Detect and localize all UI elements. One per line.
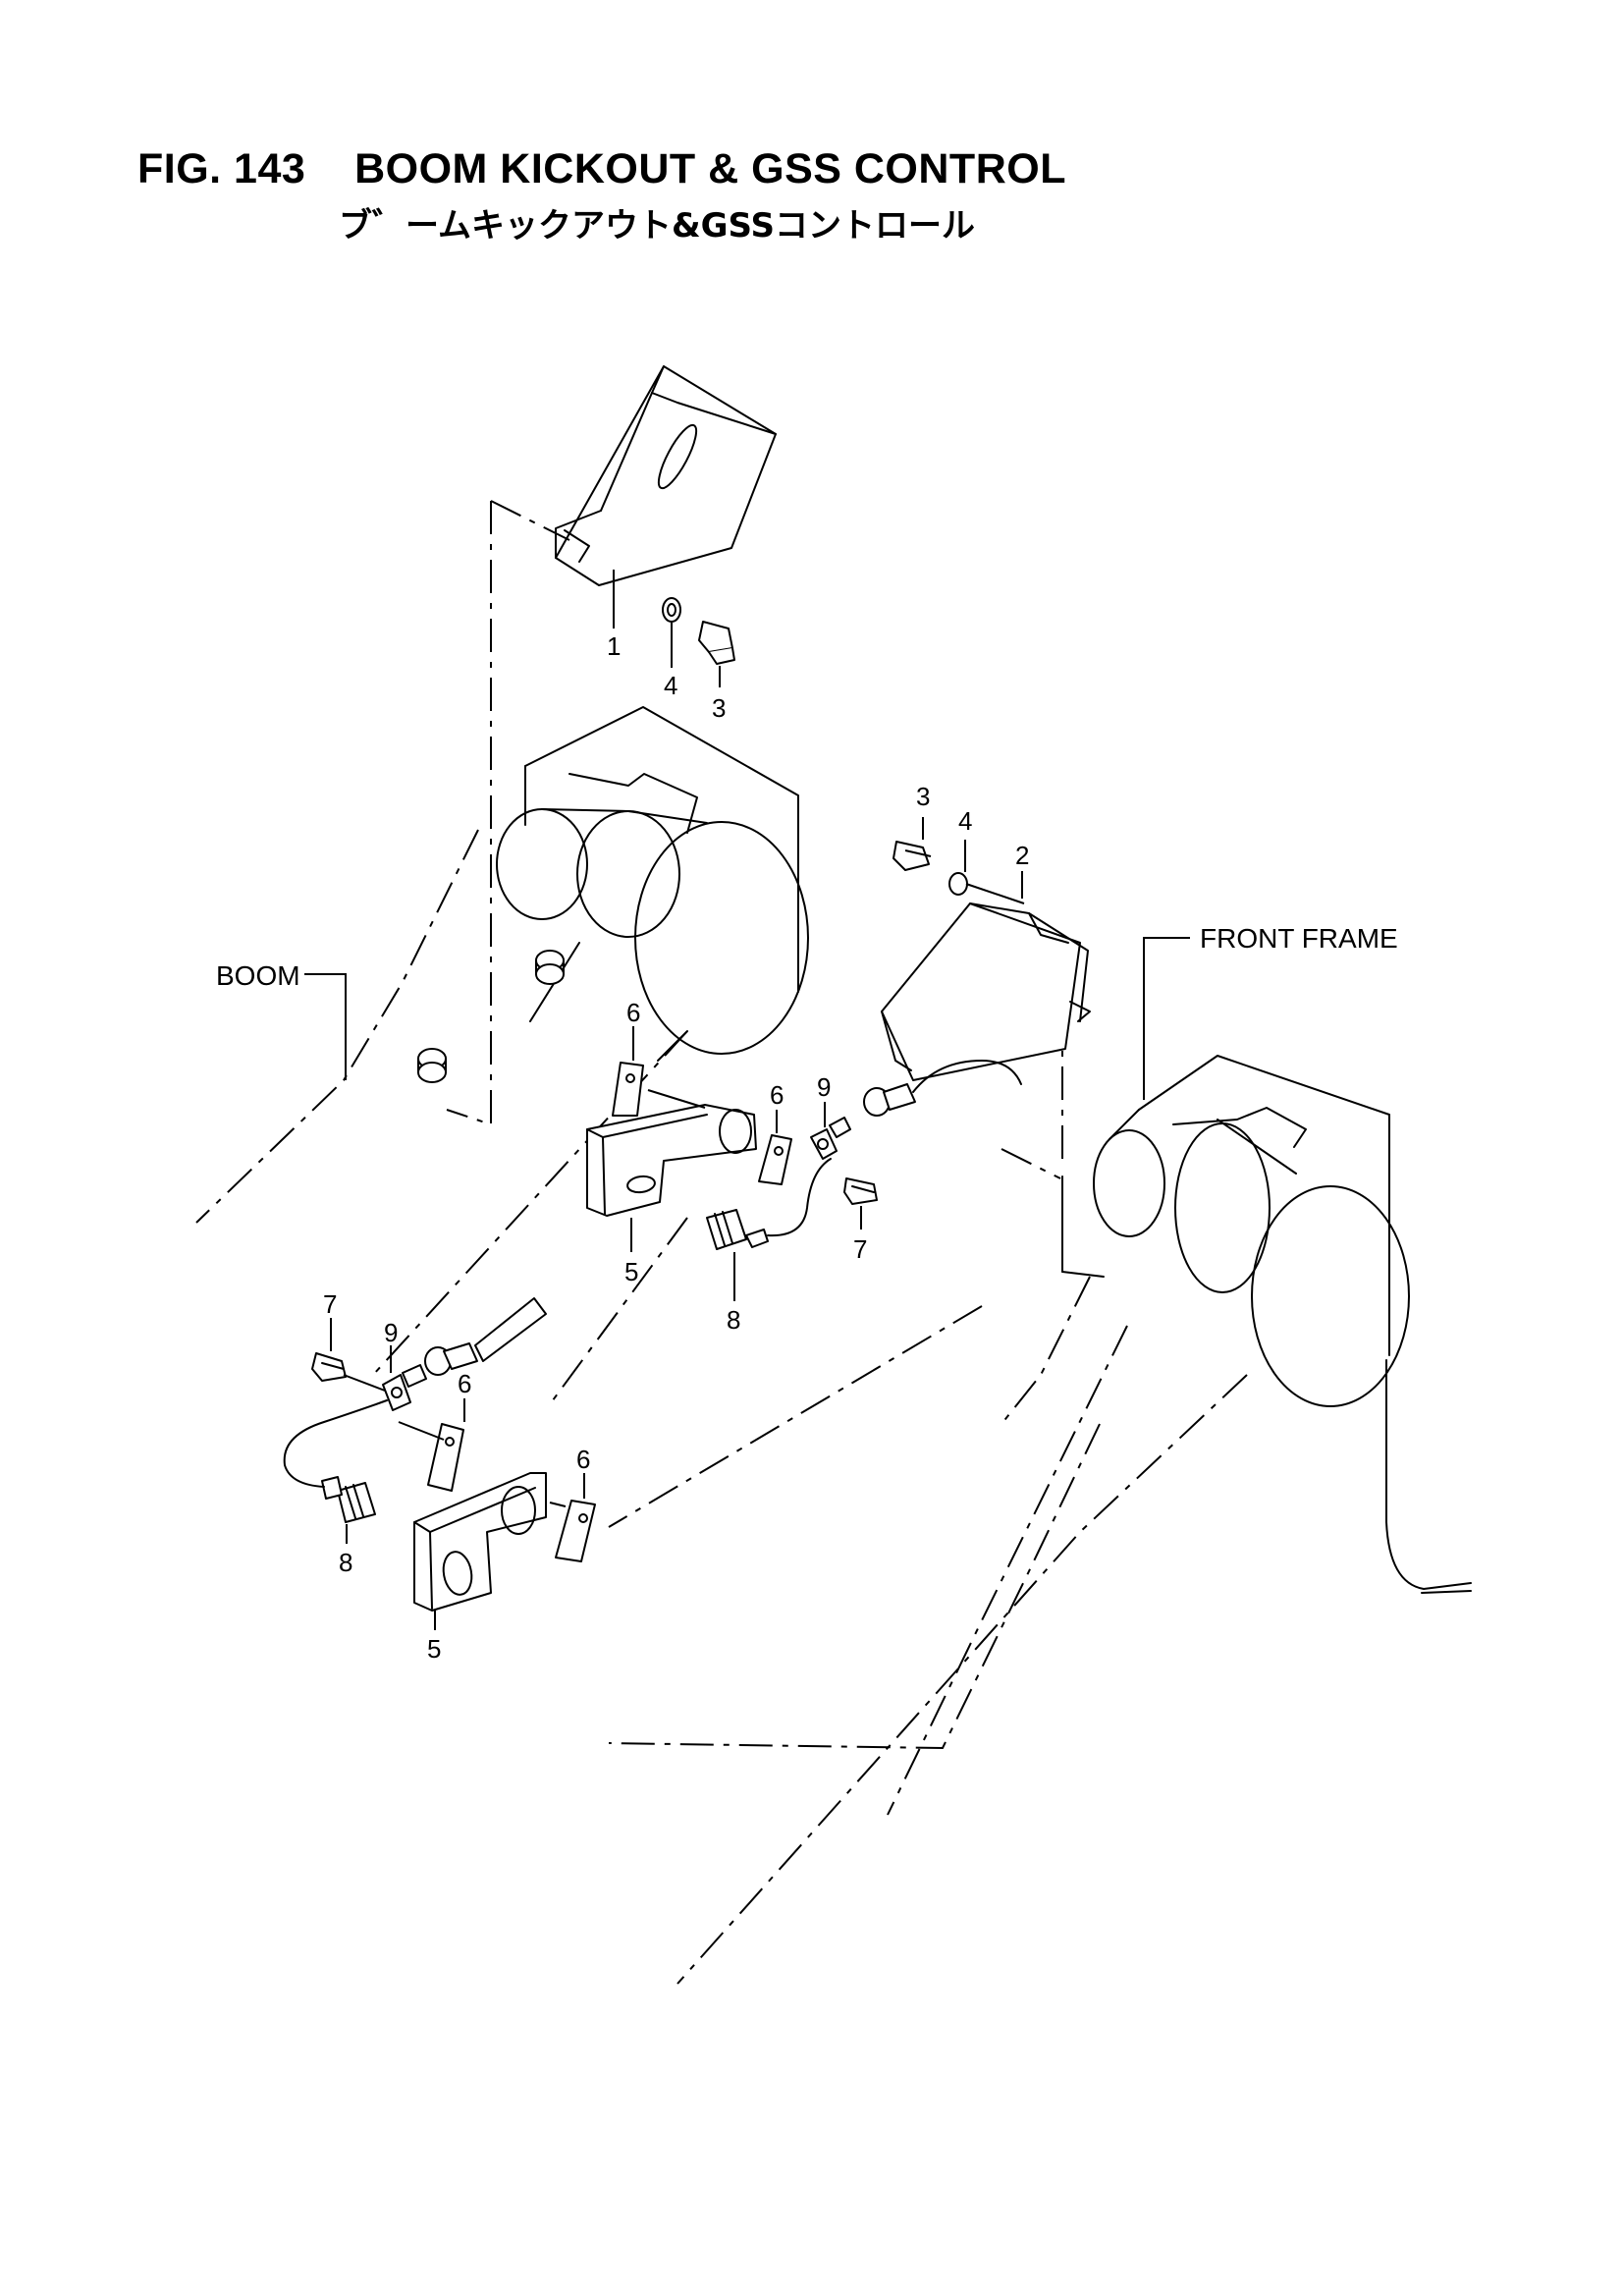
cam-plate-part-1	[555, 365, 777, 586]
callout-part-3-right: 3	[916, 782, 930, 811]
clamp-part-9-lower	[382, 1374, 411, 1411]
callout-part-6-a: 6	[626, 998, 640, 1027]
bolt-part-7-upper	[843, 1177, 878, 1205]
switch-bracket-part-5-upper	[586, 1104, 757, 1217]
callout-part-6-b: 6	[770, 1080, 784, 1110]
front-frame-leader	[1143, 937, 1190, 1100]
callout-part-6-d: 6	[576, 1445, 590, 1474]
callout-part-7-left: 7	[323, 1289, 337, 1319]
figure-subtitle: ブ゛ームキックアウト&GSSコントロール	[339, 206, 975, 246]
bolt-part-3-top	[698, 621, 735, 665]
front-frame-label: FRONT FRAME	[1200, 923, 1398, 954]
bolt-part-3-right	[893, 841, 932, 871]
washer-part-4-top	[662, 597, 681, 623]
shim-part-6-a	[612, 1062, 644, 1117]
clamp-part-9-upper	[810, 1128, 838, 1160]
proximity-switch-part-8-lower	[283, 1399, 388, 1523]
callout-part-5-lower: 5	[427, 1634, 441, 1664]
callout-part-5-upper: 5	[624, 1257, 638, 1286]
cam-plate-part-2	[881, 902, 1091, 1081]
callout-part-1: 1	[607, 631, 621, 661]
callout-part-8-lower: 8	[339, 1548, 352, 1577]
bolt-part-7-lower	[311, 1352, 347, 1382]
callout-part-2: 2	[1015, 841, 1029, 870]
washer-part-4-right	[948, 872, 968, 896]
proximity-switch-part-8-upper	[706, 1158, 832, 1250]
callout-part-9-lower: 9	[384, 1318, 398, 1347]
callout-part-7-right: 7	[853, 1234, 867, 1264]
boom-leader	[304, 973, 347, 1080]
plug-part-9-upper	[829, 1117, 851, 1138]
plug-part-9-lower	[402, 1364, 427, 1388]
front-frame-structure	[608, 1041, 1472, 1985]
cable-connector-lower	[424, 1297, 547, 1376]
shim-part-6-d	[555, 1500, 596, 1562]
callout-part-9-upper: 9	[817, 1072, 831, 1102]
switch-bracket-part-5-lower	[413, 1472, 547, 1612]
figure-title: FIG. 143 BOOM KICKOUT & GSS CONTROL	[137, 145, 1066, 192]
cable-connector-upper	[863, 1060, 1022, 1117]
shim-part-6-c	[427, 1423, 464, 1492]
boom-label: BOOM	[216, 960, 300, 991]
callout-part-4-top: 4	[664, 671, 677, 700]
callout-part-8-upper: 8	[727, 1305, 740, 1335]
callout-part-6-c: 6	[458, 1369, 471, 1398]
shim-part-6-b	[758, 1134, 792, 1185]
callout-part-3-top: 3	[712, 693, 726, 723]
callout-part-4-right: 4	[958, 806, 972, 836]
